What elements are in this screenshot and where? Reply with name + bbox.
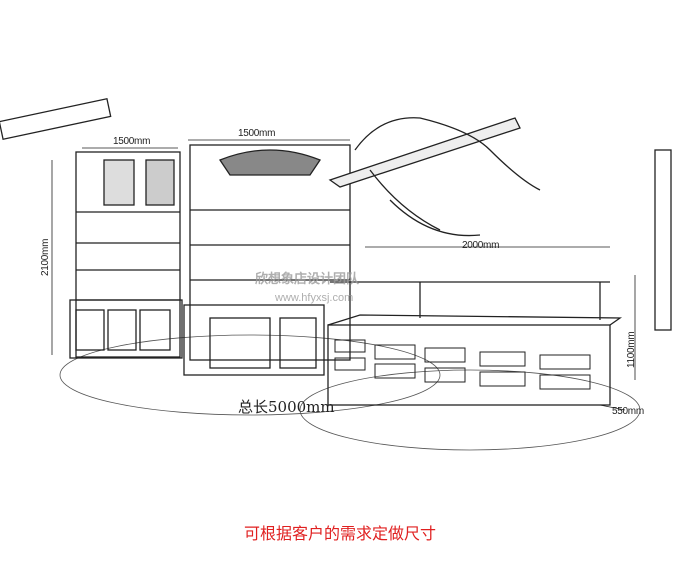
dimension-lines: [51, 139, 636, 411]
left-tall-cabinet: [69, 151, 183, 359]
hand-with-pencil: [328, 117, 541, 237]
dim-left-width: 1500mm: [113, 136, 151, 147]
ruler-left: [0, 97, 112, 141]
dim-middle-width: 1500mm: [238, 128, 276, 139]
dim-depth: 550mm: [612, 406, 644, 417]
dim-right-width: 2000mm: [462, 240, 500, 251]
ruler-right: [654, 149, 672, 331]
watermark-name: 欣想象店设计团队: [255, 271, 360, 286]
dim-low-height: 1100mm: [626, 331, 637, 368]
middle-tall-cabinet: [183, 144, 351, 376]
total-length-label: 总长5000mm: [238, 398, 335, 416]
watermark: 欣想象店设计团队 www.hfyxsj.com: [255, 268, 359, 306]
floor-ellipse-right: [299, 369, 641, 451]
dim-tall-height: 2100mm: [40, 238, 51, 276]
floor-ellipse-left: [59, 334, 441, 416]
right-low-counter: [327, 281, 623, 406]
watermark-url: www.hfyxsj.com: [275, 292, 354, 304]
caption: 可根据客户的需求定做尺寸: [243, 524, 436, 543]
